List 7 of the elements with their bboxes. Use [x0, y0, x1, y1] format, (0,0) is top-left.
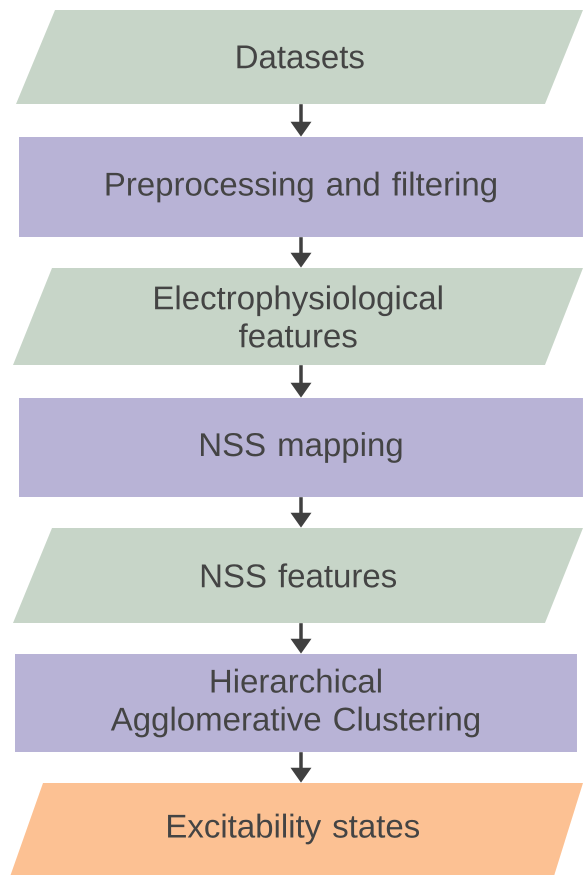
data-parallelogram: Datasets — [16, 10, 583, 104]
data-parallelogram: NSS features — [13, 528, 583, 623]
process-box: NSS mapping — [19, 398, 583, 497]
process-box: Hierarchical Agglomerative Clustering — [15, 654, 577, 752]
output-parallelogram: Excitability states — [0, 783, 583, 875]
data-parallelogram: Electrophysiological features — [13, 268, 583, 365]
process-box: Preprocessing and filtering — [19, 137, 583, 237]
